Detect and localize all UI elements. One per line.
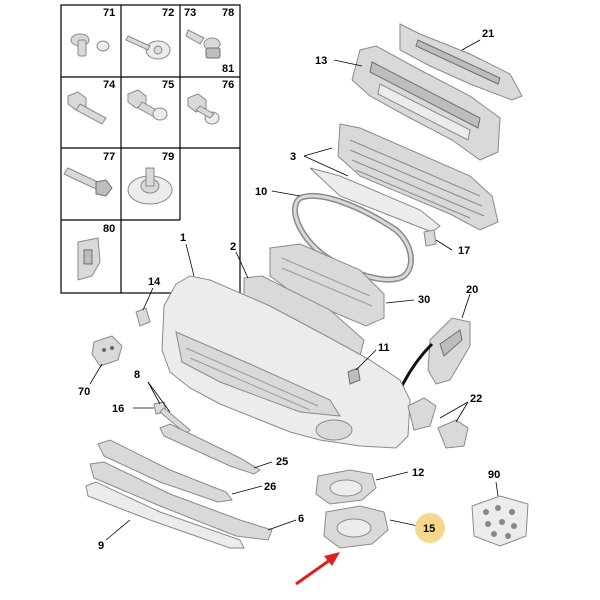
label-76: 76 xyxy=(222,79,234,91)
part-26-lower-grille: 26 xyxy=(97,439,276,503)
hardware-76: 76 xyxy=(187,79,234,125)
callout-22: 22 xyxy=(470,393,482,405)
callout-14: 14 xyxy=(148,276,161,288)
label-75: 75 xyxy=(162,79,174,91)
hardware-73-78-81: 73 78 81 xyxy=(184,7,234,75)
hardware-74: 74 xyxy=(67,79,116,125)
callout-9: 9 xyxy=(98,540,104,552)
label-74: 74 xyxy=(103,79,116,91)
hardware-79: 79 xyxy=(127,151,174,205)
part-3-grille: 3 xyxy=(290,123,499,233)
callout-15-highlight xyxy=(415,513,445,543)
callout-20: 20 xyxy=(466,284,478,296)
part-70-clip-set: 70 xyxy=(78,335,123,398)
part-17-clip: 17 xyxy=(423,229,470,257)
part-30-absorber: 30 xyxy=(269,243,430,327)
callout-3: 3 xyxy=(290,151,296,163)
label-73: 73 xyxy=(184,7,196,19)
label-80: 80 xyxy=(103,223,115,235)
part-21-upper-bracket: 21 xyxy=(399,23,523,101)
callout-13: 13 xyxy=(315,55,327,67)
part-6-9-lower-lip: 6 9 xyxy=(85,461,304,552)
callout-8: 8 xyxy=(134,369,140,381)
part-25-trim-strip: 25 xyxy=(159,423,288,475)
label-79: 79 xyxy=(162,151,174,163)
hardware-80: 80 xyxy=(77,223,115,281)
callout-11: 11 xyxy=(378,342,390,354)
part-10-grille-surround: 10 xyxy=(255,186,414,283)
callout-90: 90 xyxy=(488,469,500,481)
label-78: 78 xyxy=(222,7,234,19)
callout-6: 6 xyxy=(298,513,304,525)
callout-21: 21 xyxy=(482,28,494,40)
callout-25: 25 xyxy=(276,456,288,468)
label-81: 81 xyxy=(222,63,234,75)
callout-1: 1 xyxy=(180,232,186,244)
hardware-71: 71 xyxy=(70,7,115,57)
label-72: 72 xyxy=(162,7,174,19)
red-arrow-indicator xyxy=(295,552,340,586)
callout-16: 16 xyxy=(112,403,124,415)
hardware-75: 75 xyxy=(127,79,174,121)
part-8-16-clips: 8 16 xyxy=(112,369,191,435)
part-15-fog-bezel: 15 xyxy=(323,505,445,549)
part-22-mounting-brackets: 22 xyxy=(407,393,482,449)
callout-15: 15 xyxy=(423,523,435,535)
label-77: 77 xyxy=(103,151,115,163)
callout-26: 26 xyxy=(264,481,276,493)
hardware-grid: 71 72 73 78 81 74 75 xyxy=(60,4,241,294)
part-13-cross-member: 13 xyxy=(315,45,501,161)
part-90-clip-kit: 90 xyxy=(471,469,529,547)
callout-70: 70 xyxy=(78,386,90,398)
part-1-bumper-cover: 1 xyxy=(161,232,411,449)
label-71: 71 xyxy=(103,7,115,19)
hardware-77: 77 xyxy=(63,151,115,197)
part-20-side-bracket: 20 xyxy=(400,284,478,387)
part-11-cap: 11 xyxy=(355,342,390,371)
callout-10: 10 xyxy=(255,186,267,198)
part-12-fog-surround: 12 xyxy=(315,467,424,505)
callout-17: 17 xyxy=(458,245,470,257)
callout-12: 12 xyxy=(412,467,424,479)
hardware-72: 72 xyxy=(125,7,174,60)
part-14-fixing: 14 xyxy=(135,276,161,327)
callout-2: 2 xyxy=(230,241,236,253)
callout-30: 30 xyxy=(418,294,430,306)
